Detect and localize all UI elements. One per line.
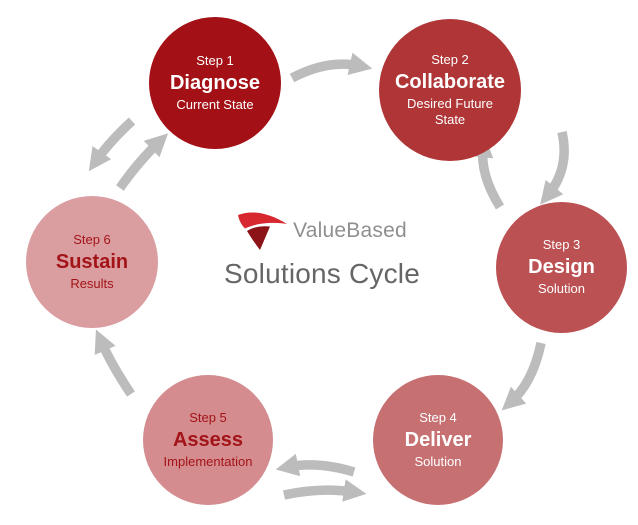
step-4-circle: Step 4 Deliver Solution	[373, 375, 503, 505]
step-3-circle: Step 3 Design Solution	[496, 202, 627, 333]
cycle-title: Solutions Cycle	[224, 258, 420, 289]
step-5-subtitle: Implementation	[163, 453, 253, 469]
arrow-step6-to-step1-icon	[116, 133, 169, 191]
step-1-title: Diagnose	[169, 71, 261, 94]
arrow-step3-to-step2-icon	[470, 134, 505, 210]
step-6-circle: Step 6 Sustain Results	[26, 196, 158, 328]
arrow-step3-to-step4-icon	[501, 342, 546, 411]
step-2-label: Step 2	[431, 51, 469, 67]
step-4-subtitle: Solution	[414, 453, 462, 469]
step-2-title: Collaborate	[394, 70, 506, 93]
step-2-circle: Step 2 Collaborate Desired Future State	[379, 19, 521, 161]
arrow-step4-to-step5-icon	[275, 453, 356, 477]
step-5-circle: Step 5 Assess Implementation	[143, 375, 273, 505]
step-2-subtitle: Desired Future State	[407, 95, 493, 127]
step-4-label: Step 4	[419, 409, 457, 425]
step-5-title: Assess	[172, 428, 244, 451]
brand-row: ValueBased	[237, 210, 407, 252]
step-1-label: Step 1	[196, 52, 234, 68]
brand-name: ValueBased	[293, 219, 407, 242]
step-1-subtitle: Current State	[176, 96, 254, 112]
step-5-label: Step 5	[189, 409, 227, 425]
step-3-subtitle: Solution	[538, 281, 585, 297]
arrow-step1-to-step2-icon	[289, 52, 373, 83]
valuebased-logo-icon	[238, 212, 288, 250]
step-6-label: Step 6	[73, 231, 111, 247]
arrow-step1-to-step6-icon	[88, 117, 136, 172]
arrow-step5-to-step6-icon	[94, 329, 135, 397]
step-4-title: Deliver	[404, 428, 472, 451]
step-6-title: Sustain	[55, 250, 129, 273]
step-6-subtitle: Results	[70, 275, 114, 291]
step-3-label: Step 3	[542, 237, 581, 253]
center-branding: ValueBased Solutions Cycle	[222, 210, 422, 290]
step-1-circle: Step 1 Diagnose Current State	[149, 17, 281, 149]
arrow-step5-to-step4-icon	[282, 479, 367, 502]
step-3-title: Design	[528, 256, 595, 279]
arrow-step2-to-step3-icon	[540, 130, 569, 205]
